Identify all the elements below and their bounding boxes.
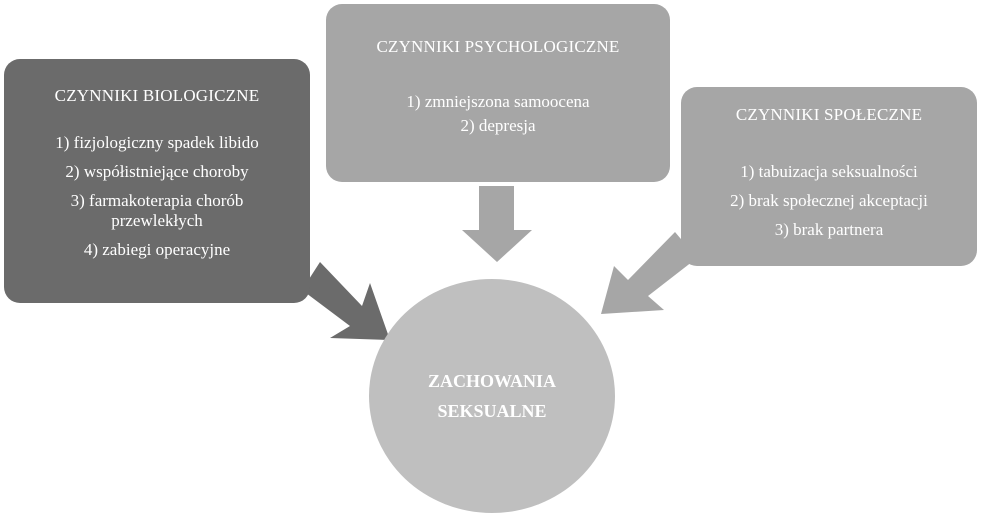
- psychological-factors-title: CZYNNIKI PSYCHOLOGICZNE: [376, 37, 620, 56]
- biological-factors-box: CZYNNIKI BIOLOGICZNE 1) fizjologiczny sp…: [4, 59, 310, 303]
- list-item: 1) fizjologiczny spadek libido: [55, 133, 259, 152]
- biological-factors-title: CZYNNIKI BIOLOGICZNE: [54, 86, 260, 105]
- arrow-psychological: [462, 186, 532, 262]
- psychological-factors-box: CZYNNIKI PSYCHOLOGICZNE 1) zmniejszona s…: [326, 4, 670, 182]
- arrow-biological: [302, 262, 390, 340]
- social-factors-list: 1) tabuizacja seksualności 2) brak społe…: [691, 162, 967, 240]
- biological-factors-list: 1) fizjologiczny spadek libido 2) współi…: [14, 133, 300, 260]
- list-item: 2) współistniejące choroby: [65, 162, 249, 181]
- list-item: 4) zabiegi operacyjne: [83, 240, 231, 259]
- psychological-factors-list: 1) zmniejszona samoocena 2) depresja: [336, 92, 660, 136]
- sexual-behavior-label: ZACHOWANIA SEKSUALNE: [427, 371, 556, 421]
- list-item: 1) tabuizacja seksualności: [740, 162, 918, 181]
- list-item: 3) brak partnera: [774, 220, 884, 239]
- arrow-social: [601, 232, 697, 314]
- social-factors-title: CZYNNIKI SPOŁECZNE: [735, 105, 923, 124]
- list-item: 2) depresja: [460, 116, 536, 135]
- list-item: 1) zmniejszona samoocena: [406, 92, 590, 111]
- list-item: 2) brak społecznej akceptacji: [730, 191, 928, 210]
- list-item: 3) farmakoterapia chorób przewlekłych: [70, 191, 244, 230]
- social-factors-box: CZYNNIKI SPOŁECZNE 1) tabuizacja seksual…: [681, 87, 977, 266]
- sexual-behavior-circle: ZACHOWANIA SEKSUALNE: [369, 279, 615, 513]
